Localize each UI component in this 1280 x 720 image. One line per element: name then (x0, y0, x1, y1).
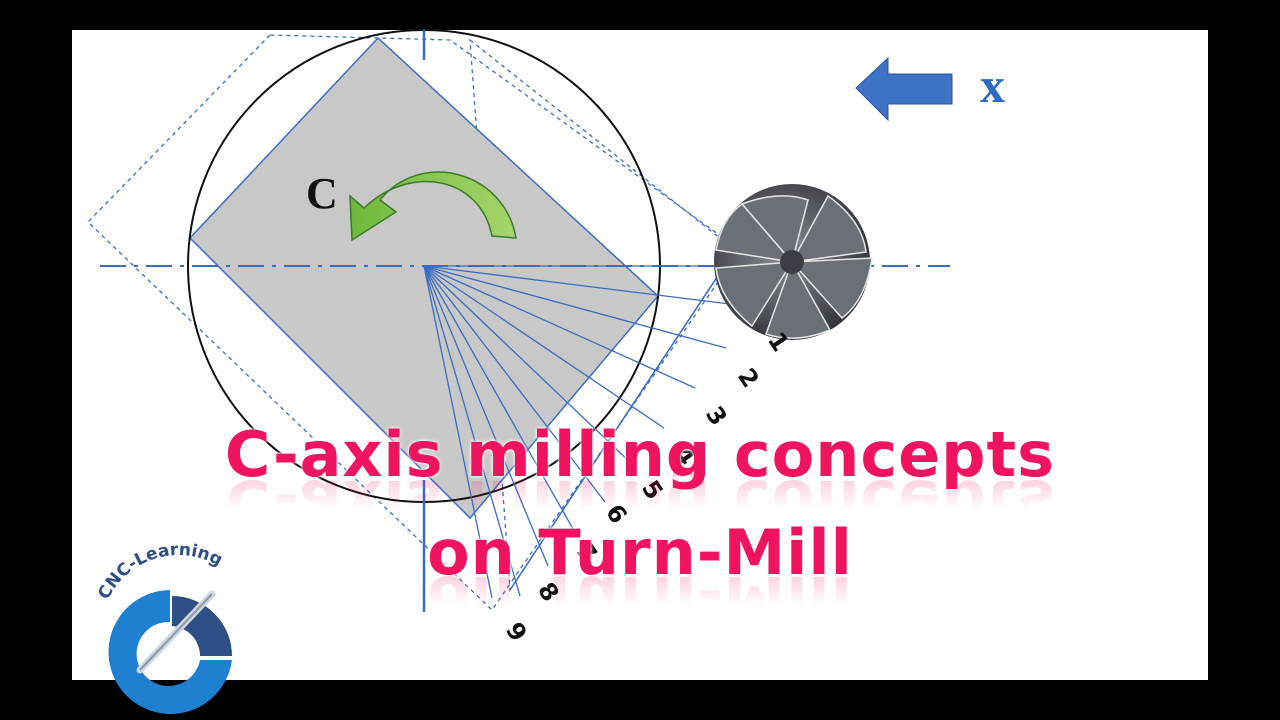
workpiece-square (188, 36, 660, 520)
title-line-1: C-axis milling concepts (224, 418, 1056, 491)
logo-blue-arc (108, 590, 232, 714)
end-mill-icon (714, 184, 873, 340)
tool-path-tangent (509, 249, 736, 591)
tool-path-rays (423, 265, 800, 599)
c-axis-label: C (306, 169, 338, 218)
construction-outline-inner (469, 38, 736, 592)
title-line-2-reflection: on Turn-Mill (427, 562, 853, 635)
construction-outline-outer (87, 34, 741, 611)
diagram-canvas (72, 30, 1208, 680)
logo-dark-half (172, 596, 232, 656)
x-axis-label: x (980, 57, 1005, 113)
title-line-2: on Turn-Mill (427, 516, 853, 589)
arrow-left-icon (855, 56, 953, 122)
rotation-arrow-icon (349, 171, 517, 242)
